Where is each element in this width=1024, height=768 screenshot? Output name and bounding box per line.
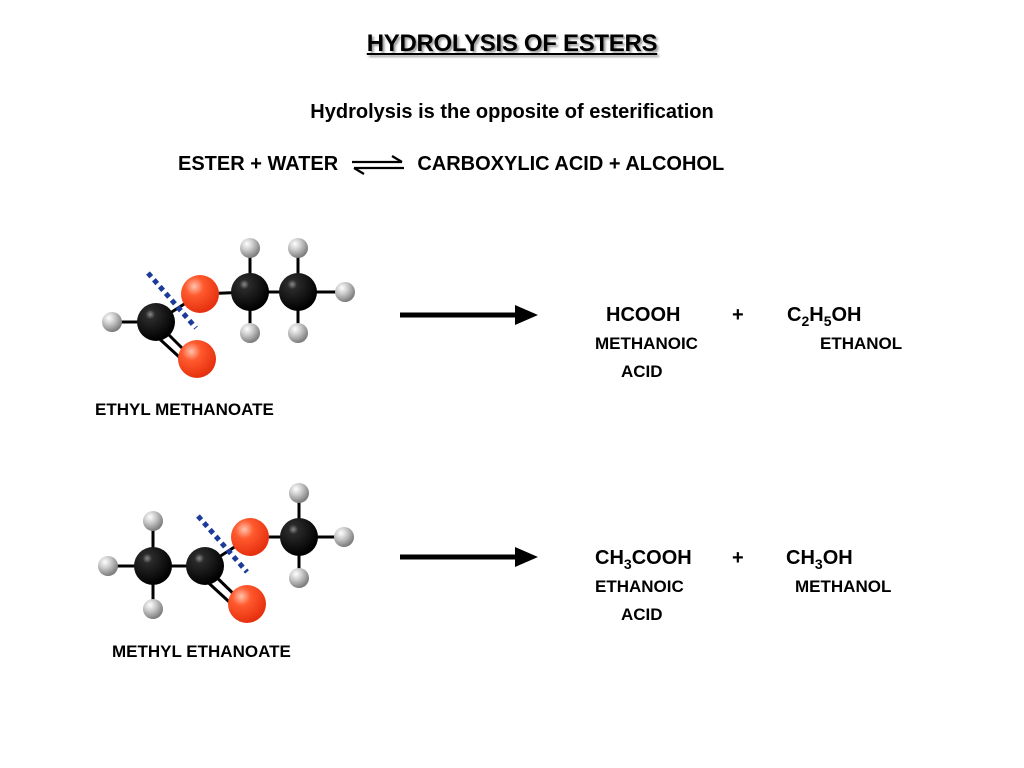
ester-name: ETHYL METHANOATE <box>95 400 274 419</box>
oxygen-atom <box>181 275 219 313</box>
plus-sign: + <box>732 547 744 569</box>
hydrogen-atom <box>334 527 354 547</box>
hydrogen-atom <box>102 312 122 332</box>
hydrogen-atom <box>289 568 309 588</box>
alcohol-name: METHANOL <box>795 577 892 596</box>
oxygen-atom <box>178 340 216 378</box>
hydrogen-atom <box>288 323 308 343</box>
carbon-atom <box>279 273 317 311</box>
hydrogen-atom <box>240 238 260 258</box>
carbon-atom <box>134 547 172 585</box>
equilibrium-arrow-icon <box>351 154 404 175</box>
hydrogen-atom <box>288 238 308 258</box>
word-equation: ESTER + WATER CARBOXYLIC ACID + ALCOHOL <box>178 153 724 176</box>
cleavage-line <box>146 271 198 330</box>
page-title: HYDROLYSIS OF ESTERS <box>366 30 658 57</box>
oxygen-atom <box>228 585 266 623</box>
hydrogen-atom <box>143 599 163 619</box>
subtitle: Hydrolysis is the opposite of esterifica… <box>310 101 714 123</box>
hydrogen-atom <box>143 511 163 531</box>
acid-name-line2: ACID <box>621 362 663 381</box>
acid-name: METHANOIC <box>595 334 698 353</box>
methyl-ethanoate-model <box>98 483 354 623</box>
equation-reactants: ESTER + WATER <box>178 153 339 175</box>
oxygen-atom <box>231 518 269 556</box>
equation-products: CARBOXYLIC ACID + ALCOHOL <box>417 153 725 175</box>
cleavage-line <box>196 514 249 574</box>
hydrogen-atom <box>98 556 118 576</box>
ester-name: METHYL ETHANOATE <box>112 642 291 661</box>
acid-name: ETHANOIC <box>595 577 684 596</box>
hydrogen-atom <box>289 483 309 503</box>
reaction-arrow-icon <box>400 305 538 325</box>
carbon-atom <box>231 273 269 311</box>
alcohol-formula: CH3OH <box>786 547 853 572</box>
ethyl-methanoate-model <box>102 238 355 378</box>
acid-formula: CH3COOH <box>595 547 692 572</box>
carbon-atom <box>280 518 318 556</box>
reaction-arrow-icon <box>400 547 538 567</box>
carbon-atom <box>137 303 175 341</box>
alcohol-name: ETHANOL <box>820 334 903 353</box>
hydrogen-atom <box>240 323 260 343</box>
acid-name-line2: ACID <box>621 605 663 624</box>
plus-sign: + <box>732 304 744 326</box>
acid-formula: HCOOH <box>606 304 681 326</box>
hydrogen-atom <box>335 282 355 302</box>
carbon-atom <box>186 547 224 585</box>
alcohol-formula: C2H5OH <box>787 304 862 329</box>
